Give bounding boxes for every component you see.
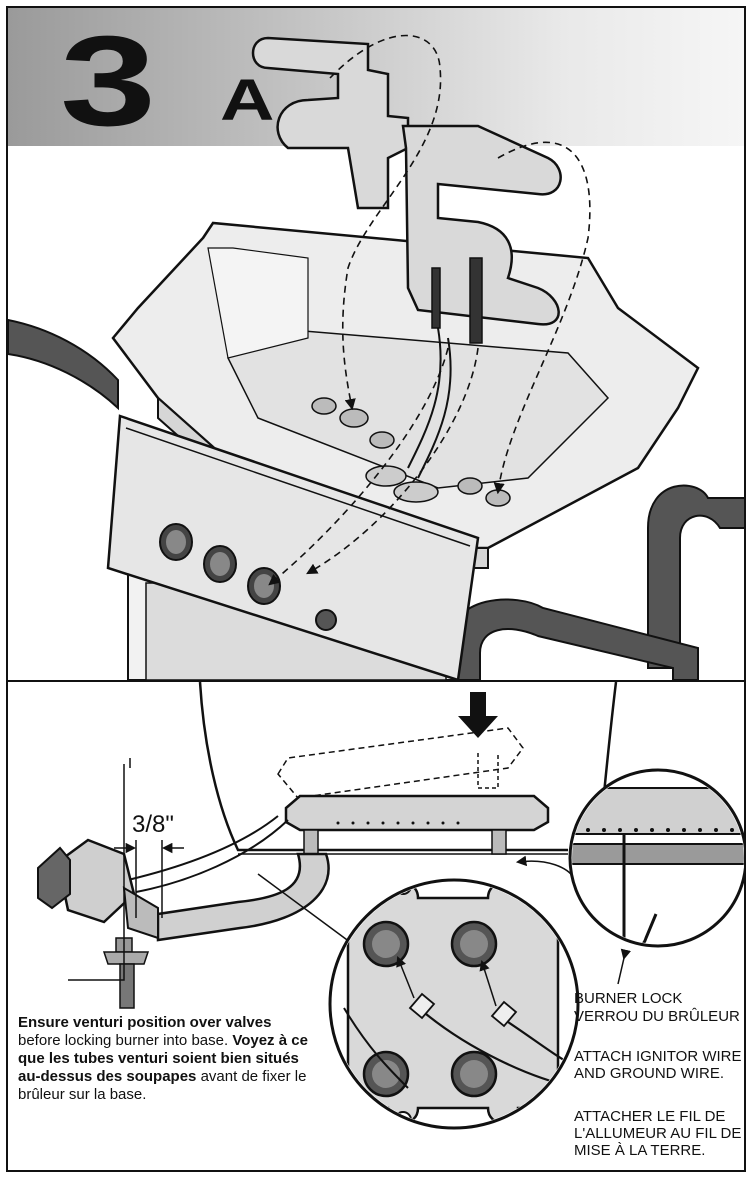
- control-knobs: [159, 523, 337, 631]
- ignitor-zoom: [328, 878, 580, 1130]
- cart-frame-right: [647, 484, 744, 669]
- burner-side-view: [284, 794, 550, 832]
- attach-wire-label-en: ATTACH IGNITOR WIRE AND GROUND WIRE.: [574, 1048, 742, 1082]
- burner-lock-zoom: [568, 768, 744, 948]
- note-fr-bold: Voyez à ce que les tubes venturi soient …: [18, 1032, 308, 1085]
- instruction-page: 3 A: [6, 6, 746, 1172]
- attach-wire-label-fr: ATTACHER LE FIL DE L'ALLUMEUR AU FIL DE …: [574, 1108, 742, 1159]
- cart-handle-left: [8, 318, 119, 411]
- down-arrow: [458, 692, 498, 738]
- note-en-bold: Ensure venturi position over valves: [18, 1014, 272, 1031]
- burner-right: [401, 124, 562, 326]
- dimension-label: 3/8": [132, 811, 174, 838]
- note-en-regular: before locking burner into base.: [18, 1032, 229, 1049]
- note-fr-regular: avant de fixer le brûleur sur la base.: [18, 1068, 307, 1103]
- venturi-note: Ensure venturi position over valves befo…: [18, 1014, 308, 1104]
- step-letter: A: [220, 68, 275, 133]
- burner-left: [251, 36, 410, 210]
- venturi-tube: [156, 852, 330, 942]
- assembly-illustration: [8, 34, 744, 1130]
- step-number: 3: [60, 10, 156, 153]
- guide-lines: [268, 34, 591, 586]
- gas-valve: [37, 838, 159, 1009]
- section-divider: [8, 680, 744, 682]
- burner-lock-label-fr: VERROU DU BRÛLEUR: [574, 1008, 740, 1025]
- burner-lock-label-en: BURNER LOCK: [574, 990, 683, 1007]
